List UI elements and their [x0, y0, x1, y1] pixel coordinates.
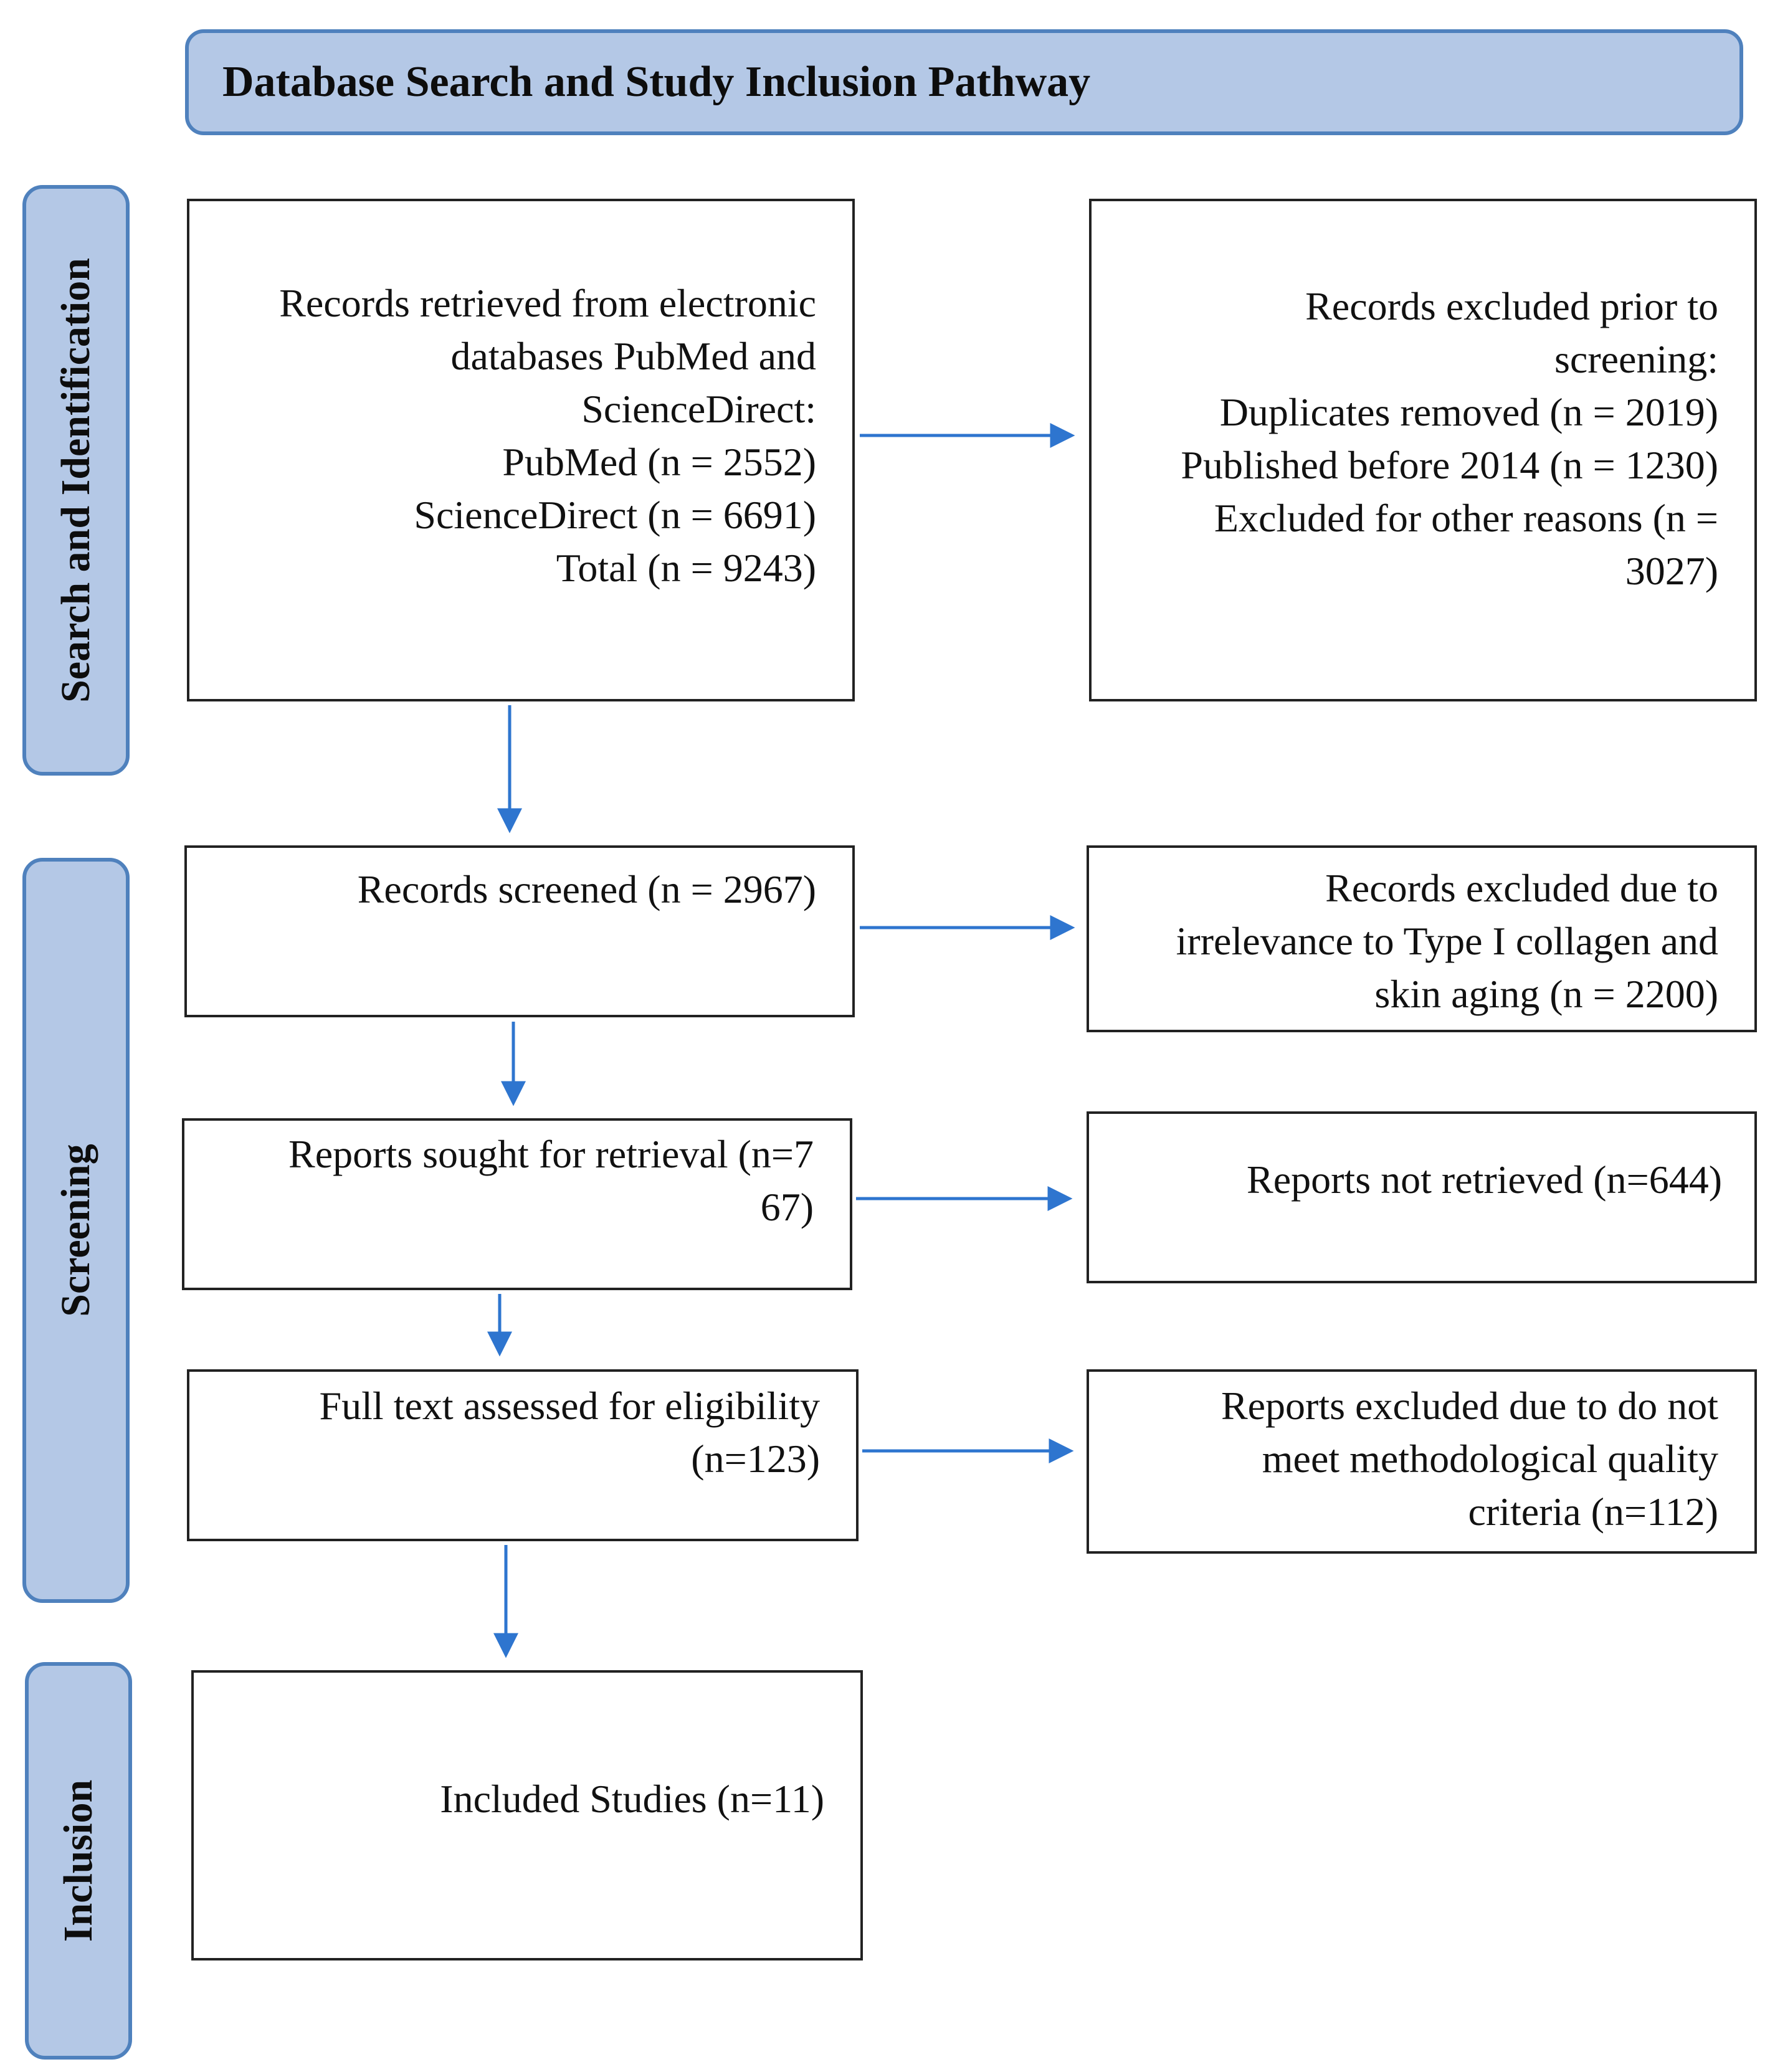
records-screened-box: Records screened (n = 2967): [184, 845, 855, 1017]
reports-not-retrieved-box: Reports not retrieved (n=644): [1087, 1111, 1757, 1283]
box-line: Records excluded prior to: [1305, 284, 1718, 328]
diagram-title-text: Database Search and Study Inclusion Path…: [222, 58, 1091, 106]
records-excluded-irrelevance-box: Records excluded due to irrelevance to T…: [1087, 845, 1757, 1032]
box-line: Total (n = 9243): [556, 546, 816, 590]
stage-inclusion-label: Inclusion: [55, 1779, 101, 1942]
reports-sought-box: Reports sought for retrieval (n=7 67): [182, 1118, 852, 1290]
box-line: Reports excluded due to do not: [1220, 1384, 1718, 1428]
stage-identification-label: Search and Identification: [53, 258, 98, 703]
box-line: Reports sought for retrieval (n=7: [288, 1132, 814, 1176]
box-line: Records excluded due to: [1325, 866, 1718, 910]
box-line: (n=123): [691, 1437, 820, 1481]
box-line: criteria (n=112): [1468, 1490, 1718, 1534]
stage-screening: Screening: [22, 858, 130, 1603]
box-line: meet methodological quality: [1262, 1437, 1718, 1481]
stage-inclusion: Inclusion: [25, 1662, 132, 2060]
stage-screening-label: Screening: [53, 1144, 98, 1317]
box-line: irrelevance to Type I collagen and: [1176, 919, 1718, 963]
box-line: 67): [760, 1185, 814, 1229]
box-line: Reports not retrieved (n=644): [1247, 1157, 1722, 1202]
box-line: Excluded for other reasons (n =: [1214, 496, 1718, 540]
box-line: 3027): [1625, 549, 1718, 593]
reports-excluded-quality-box: Reports excluded due to do not meet meth…: [1087, 1369, 1757, 1554]
box-line: Published before 2014 (n = 1230): [1181, 443, 1718, 487]
full-text-assessed-box: Full text assessed for eligibility (n=12…: [187, 1369, 859, 1541]
box-line: Duplicates removed (n = 2019): [1219, 390, 1718, 434]
box-line: Full text assessed for eligibility: [319, 1384, 820, 1428]
included-studies-box: Included Studies (n=11): [191, 1670, 863, 1960]
box-line: skin aging (n = 2200): [1374, 972, 1718, 1016]
box-line: screening:: [1554, 337, 1718, 381]
box-line: ScienceDirect (n = 6691): [414, 493, 816, 537]
records-excluded-prior-box: Records excluded prior to screening: Dup…: [1089, 199, 1757, 701]
box-line: ScienceDirect:: [581, 387, 816, 431]
box-line: Records retrieved from electronic: [279, 281, 816, 325]
box-line: Included Studies (n=11): [440, 1777, 824, 1821]
stage-identification: Search and Identification: [22, 185, 130, 776]
box-line: databases PubMed and: [450, 334, 816, 378]
diagram-title: Database Search and Study Inclusion Path…: [185, 29, 1743, 135]
records-retrieved-box: Records retrieved from electronic databa…: [187, 199, 855, 701]
box-line: PubMed (n = 2552): [502, 440, 816, 484]
box-line: Records screened (n = 2967): [357, 867, 816, 911]
